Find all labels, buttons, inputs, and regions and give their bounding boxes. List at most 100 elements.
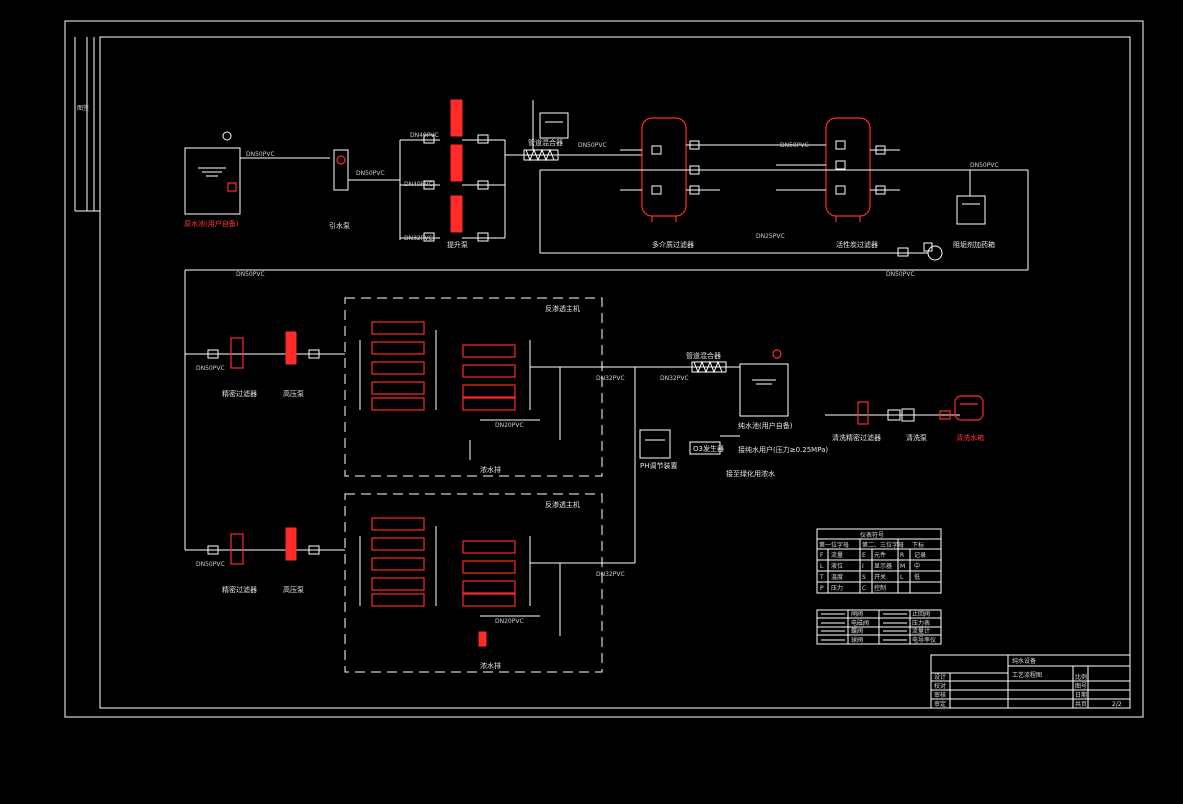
- ro-train-2: 精密过滤器 高压泵 DN50PVC 反渗透主机 浓水排 DN32PVC: [185, 367, 636, 673]
- pure-water-tank: [739, 363, 789, 417]
- svg-text:O3发生器: O3发生器: [693, 444, 724, 453]
- svg-text:止回阀: 止回阀: [912, 610, 930, 618]
- svg-text:开关: 开关: [874, 573, 886, 581]
- svg-text:浓水排: 浓水排: [480, 661, 501, 670]
- svg-text:清洗精密过滤器: 清洗精密过滤器: [832, 433, 881, 442]
- svg-text:DN32PVC: DN32PVC: [660, 375, 689, 382]
- title-block: 纯水设备 工艺流程图 设计 比例 校对 图号 审核 日期 审定 共页 2/2: [930, 654, 1131, 709]
- svg-text:电导率仪: 电导率仪: [912, 636, 936, 644]
- svg-text:压力: 压力: [831, 584, 843, 592]
- svg-text:管道混合器: 管道混合器: [686, 351, 721, 360]
- multimedia-filter-label: 多介质过滤器: [652, 240, 694, 249]
- svg-text:DN20PVC: DN20PVC: [495, 618, 524, 625]
- inner-frame: [99, 36, 1131, 709]
- svg-text:比例: 比例: [1075, 673, 1087, 681]
- mixer-label: 管道混合器: [528, 138, 563, 147]
- lift-pump: 引水泵: [329, 149, 400, 230]
- svg-text:清洗泵: 清洗泵: [906, 433, 927, 442]
- feed-pumps: 提升泵 DN40PVC: [399, 99, 506, 249]
- svg-text:纯水设备: 纯水设备: [1012, 657, 1036, 665]
- svg-text:DN32PVC: DN32PVC: [596, 375, 625, 382]
- svg-text:DN32PVC: DN32PVC: [596, 571, 625, 578]
- svg-text:T: T: [819, 574, 824, 581]
- cleaning-system: 清洗精密过滤器 清洗泵 清洗水箱: [825, 395, 984, 442]
- svg-text:闸阀: 闸阀: [851, 610, 863, 618]
- pump-2-icon: [450, 144, 463, 182]
- svg-text:温度: 温度: [831, 573, 843, 581]
- svg-text:审核: 审核: [934, 691, 946, 699]
- feed-pumps-label: 提升泵: [447, 240, 468, 249]
- svg-text:元件: 元件: [874, 551, 886, 559]
- svg-text:DN50PVC: DN50PVC: [236, 271, 265, 278]
- hp-pump-2-icon: [285, 527, 297, 561]
- svg-text:压力表: 压力表: [912, 619, 930, 627]
- svg-text:R: R: [900, 552, 904, 559]
- precision-filter-1-icon: [230, 337, 244, 369]
- svg-text:精密过滤器: 精密过滤器: [222, 389, 257, 398]
- lift-pump-label: 引水泵: [329, 221, 350, 230]
- svg-text:PH调节装置: PH调节装置: [640, 461, 678, 470]
- level-gauge-icon: [222, 131, 232, 141]
- svg-text:精密过滤器: 精密过滤器: [222, 585, 257, 594]
- svg-text:DN50PVC: DN50PVC: [780, 142, 809, 149]
- svg-text:DN50PVC: DN50PVC: [356, 170, 385, 177]
- svg-text:控制: 控制: [874, 584, 886, 592]
- svg-text:P: P: [820, 585, 824, 592]
- svg-text:C: C: [862, 585, 866, 592]
- carbon-filter-label: 活性炭过滤器: [836, 240, 878, 249]
- svg-text:共页: 共页: [1075, 700, 1087, 708]
- ozone-generator: [689, 441, 721, 455]
- svg-text:流量: 流量: [831, 551, 843, 559]
- precision-filter-2-icon: [230, 533, 244, 565]
- svg-text:校对: 校对: [934, 682, 946, 690]
- symbol-legend: 闸阀 止回阀 电磁阀 压力表 蝶阀 流量计 球阀 电导率仪: [816, 609, 942, 645]
- svg-text:DN40PVC: DN40PVC: [404, 181, 433, 188]
- svg-text:液位: 液位: [831, 562, 843, 570]
- svg-text:记录: 记录: [914, 551, 926, 559]
- clean-tank: [954, 395, 984, 421]
- svg-text:DN50PVC: DN50PVC: [886, 271, 915, 278]
- raw-tank-label: 原水池(用户自备): [184, 219, 239, 228]
- svg-text:DN20PVC: DN20PVC: [495, 422, 524, 429]
- side-strip: 图签: [74, 37, 100, 212]
- antiscalant-label: 阻垢剂加药箱: [953, 240, 995, 249]
- svg-text:高压泵: 高压泵: [283, 389, 304, 398]
- svg-text:DN50PVC: DN50PVC: [578, 142, 607, 149]
- svg-text:清洗水箱: 清洗水箱: [956, 433, 984, 442]
- svg-text:I: I: [862, 563, 864, 570]
- svg-text:F: F: [820, 552, 824, 559]
- svg-text:DN50PVC: DN50PVC: [196, 365, 225, 372]
- svg-text:中: 中: [914, 562, 920, 570]
- ph-tank: [639, 429, 671, 459]
- svg-text:浓水排: 浓水排: [480, 465, 501, 474]
- svg-text:反渗透主机: 反渗透主机: [545, 500, 580, 509]
- level-switch-icon: [772, 349, 782, 359]
- svg-text:电磁阀: 电磁阀: [851, 619, 869, 627]
- svg-text:DN25PVC: DN25PVC: [756, 233, 785, 240]
- svg-text:2/2: 2/2: [1112, 701, 1122, 708]
- svg-text:下标: 下标: [912, 541, 924, 549]
- svg-text:球阀: 球阀: [851, 636, 863, 644]
- svg-text:图号: 图号: [1075, 683, 1087, 690]
- svg-text:S: S: [862, 574, 866, 581]
- antiscalant-dosing: 阻垢剂加药箱: [539, 169, 1029, 270]
- svg-text:L: L: [820, 563, 824, 570]
- svg-text:反渗透主机: 反渗透主机: [545, 304, 580, 313]
- static-mixer: 管道混合器: [505, 100, 642, 162]
- svg-text:DN50PVC: DN50PVC: [196, 561, 225, 568]
- svg-text:纯水池(用户自备): 纯水池(用户自备): [738, 421, 793, 430]
- svg-text:工艺流程图: 工艺流程图: [1012, 671, 1042, 679]
- svg-text:L: L: [900, 574, 904, 581]
- svg-text:低: 低: [914, 573, 920, 581]
- side-strip-label: 图签: [77, 104, 89, 112]
- svg-text:接纯水用户(压力≥0.25MPa): 接纯水用户(压力≥0.25MPa): [738, 445, 828, 454]
- svg-text:显示器: 显示器: [874, 563, 892, 570]
- svg-text:高压泵: 高压泵: [283, 585, 304, 594]
- product-water: 管道混合器 纯水池(用户自备) PH调节装置 O3发生器 接纯水用户(压力≥0.…: [639, 349, 828, 478]
- svg-text:审定: 审定: [934, 700, 946, 708]
- pump-3-icon: [450, 195, 463, 233]
- carbon-filter: 活性炭过滤器: [720, 117, 900, 249]
- hp-pump-1-icon: [285, 331, 297, 365]
- svg-text:DN50PVC: DN50PVC: [970, 162, 999, 169]
